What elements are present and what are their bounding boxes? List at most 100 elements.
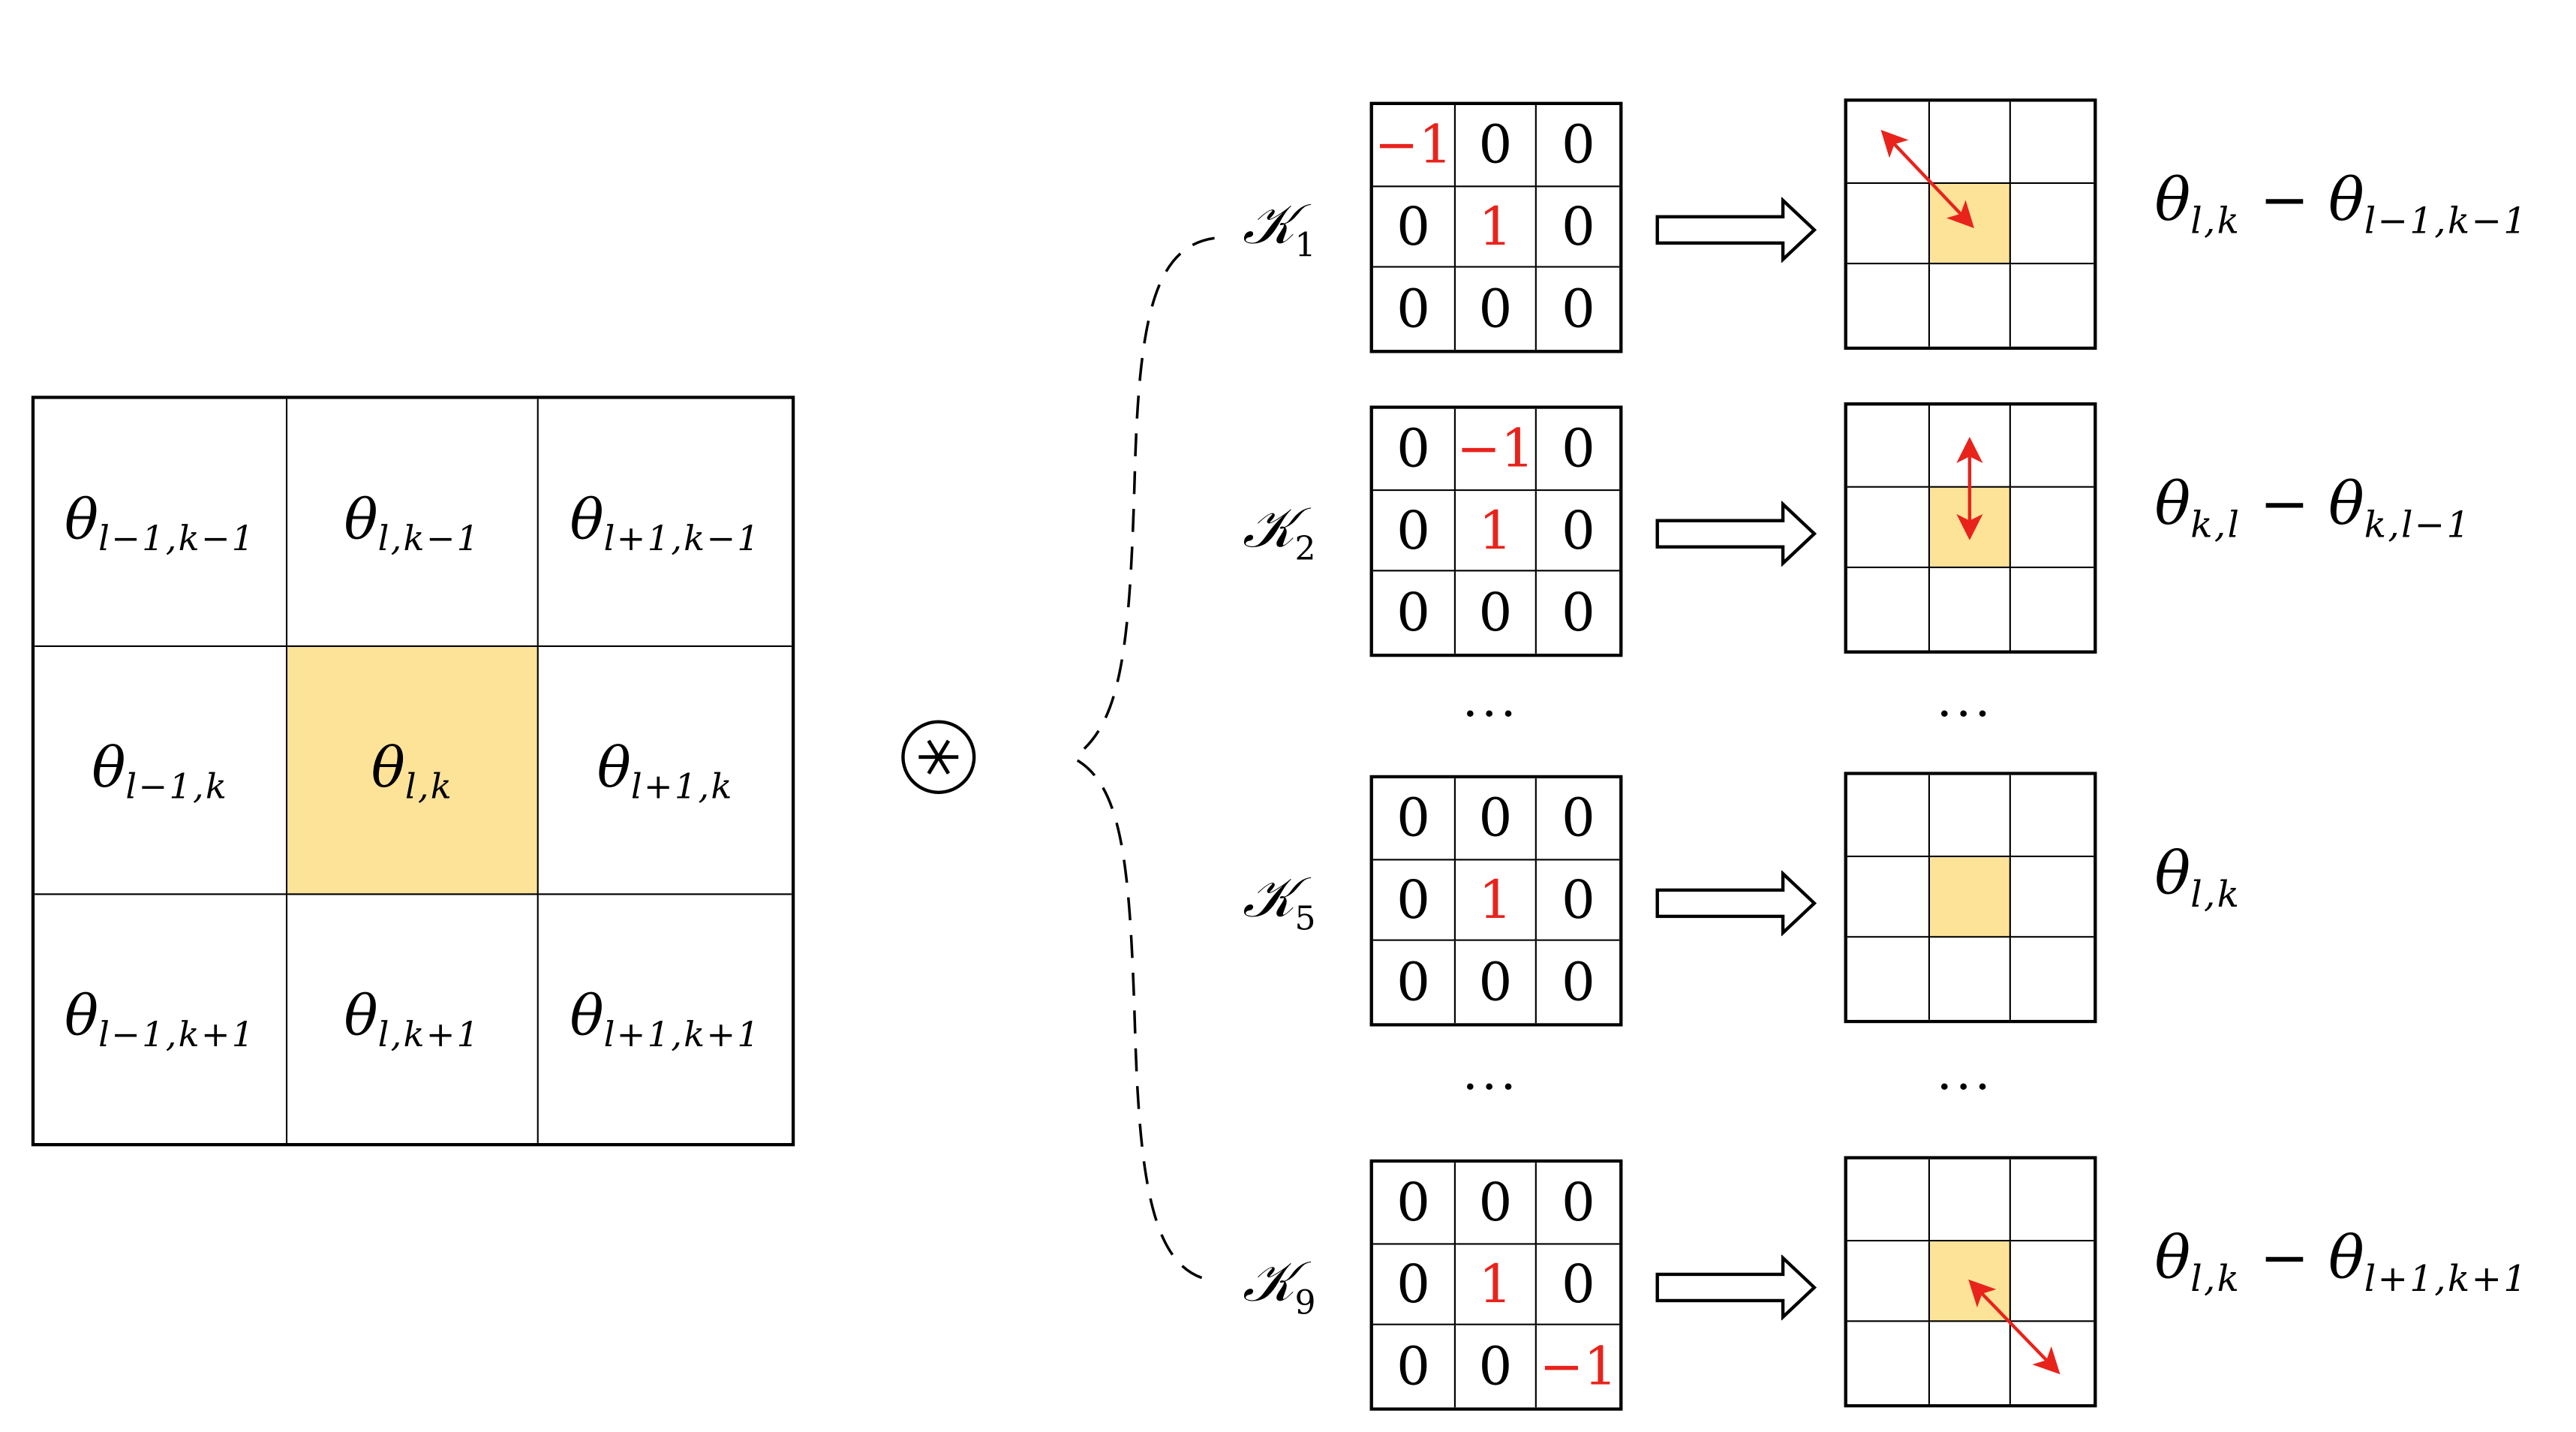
kernel-value: 0	[1372, 490, 1456, 573]
kernel-value: 0	[1537, 1244, 1620, 1326]
right-arrow-icon	[1655, 501, 1817, 567]
kernel-value: 0	[1372, 1163, 1456, 1244]
kernel-ellipsis-1: ···	[1462, 686, 1520, 745]
result-cell	[2011, 1159, 2094, 1241]
kernel-value: −1	[1455, 408, 1537, 491]
kernel-value: −1	[1372, 105, 1456, 187]
result-cell	[1847, 938, 1930, 1020]
kernel-value: 0	[1537, 778, 1620, 860]
input-cell: θl,k+1	[287, 895, 540, 1143]
red-double-arrow-icon	[1956, 437, 1983, 540]
result-cell	[1847, 1159, 1930, 1241]
result-cell	[1929, 265, 2012, 347]
input-cell: θl−1,k+1	[35, 895, 287, 1143]
kernel-value: 0	[1537, 572, 1620, 654]
kernel-value: 0	[1537, 408, 1620, 491]
result-grid-2	[1844, 402, 2097, 654]
result-cell	[1847, 1241, 1930, 1323]
result-cell-center	[1929, 856, 2012, 939]
theta-label: θl−1,k−1	[65, 486, 256, 558]
input-cell: θl+1,k−1	[539, 399, 792, 648]
input-cell: θl+1,k+1	[539, 895, 792, 1143]
kernel-ellipsis-2: ···	[1462, 1059, 1520, 1117]
red-double-arrow-icon	[1968, 1279, 2060, 1375]
kernel-value: 0	[1372, 268, 1456, 350]
result-cell	[2011, 265, 2094, 347]
kernel-value: 1	[1455, 186, 1537, 269]
kernel-value: 0	[1537, 941, 1620, 1024]
kernel-value: 0	[1455, 1163, 1537, 1244]
right-arrow-icon	[1655, 870, 1817, 937]
kernel-value: 0	[1455, 941, 1537, 1024]
kernel-value: 0	[1372, 186, 1456, 269]
result-cell	[2011, 101, 2094, 184]
input-cell: θl−1,k	[35, 647, 287, 895]
red-double-arrow-icon	[1880, 130, 1974, 228]
result-cell	[2011, 568, 2094, 651]
right-arrow-icon	[1655, 197, 1817, 263]
result-cell	[1847, 775, 1930, 857]
result-expression-9: θl,k − θl+1,k+1	[2154, 1225, 2529, 1301]
kernel-value: 0	[1372, 859, 1456, 942]
input-cell: θl−1,k−1	[35, 399, 287, 648]
result-cell	[2011, 487, 2094, 569]
result-ellipsis-2: ···	[1936, 1059, 1994, 1117]
right-arrow-icon	[1655, 1254, 1817, 1321]
result-expression-2: θk,l − θk,l−1	[2154, 471, 2472, 547]
kernel-value: 0	[1455, 268, 1537, 350]
theta-label: θl+1,k+1	[570, 983, 761, 1054]
kernel-value: 0	[1455, 105, 1537, 187]
kernel-value: 1	[1455, 859, 1537, 942]
convolution-operator-icon	[901, 720, 976, 794]
kernel-value: 0	[1455, 778, 1537, 860]
result-cell	[1929, 775, 2012, 857]
result-cell	[1929, 568, 2012, 651]
result-cell	[2011, 775, 2094, 857]
result-cell	[2011, 405, 2094, 488]
result-cell	[2011, 856, 2094, 939]
theta-label: θl−1,k	[92, 735, 229, 806]
result-ellipsis-1: ···	[1936, 686, 1994, 745]
kernel-value: 0	[1372, 1325, 1456, 1408]
input-cell: θl+1,k	[539, 647, 792, 895]
result-expression-5: θl,k	[2154, 841, 2241, 916]
result-cell	[2011, 938, 2094, 1020]
result-grid-5	[1844, 772, 2097, 1024]
kernel-label-1: 𝒦1	[1242, 192, 1316, 265]
kernel-value: 0	[1537, 1163, 1620, 1244]
input-cell: θl,k−1	[287, 399, 540, 648]
kernel-value: 1	[1455, 490, 1537, 573]
kernel-value: 1	[1455, 1244, 1537, 1326]
kernel-value: 0	[1372, 1244, 1456, 1326]
result-cell	[1847, 265, 1930, 347]
theta-label: θl,k	[371, 735, 454, 806]
kernel-label-2: 𝒦2	[1242, 495, 1316, 569]
kernel-value: 0	[1372, 572, 1456, 654]
theta-label: θl,k−1	[344, 486, 481, 558]
kernel-label-9: 𝒦9	[1242, 1250, 1316, 1322]
kernel-value: 0	[1372, 941, 1456, 1024]
kernel-label-5: 𝒦5	[1242, 865, 1316, 938]
result-cell	[1847, 405, 1930, 488]
result-cell	[1847, 568, 1930, 651]
theta-label: θl+1,k	[597, 735, 734, 806]
kernel-value: 0	[1537, 105, 1620, 187]
kernel-value: 0	[1537, 490, 1620, 573]
result-cell	[1929, 1159, 2012, 1241]
kernel-value: −1	[1537, 1325, 1620, 1408]
input-theta-grid: θl−1,k−1 θl,k−1 θl+1,k−1 θl−1,k θl,k θl+1,k θl…	[31, 396, 795, 1147]
kernel-value: 0	[1455, 572, 1537, 654]
kernel-value: 0	[1372, 408, 1456, 491]
result-cell	[1847, 487, 1930, 569]
kernel-value: 0	[1372, 778, 1456, 860]
result-expression-1: θl,k − θl−1,k−1	[2154, 167, 2529, 243]
result-cell	[2011, 183, 2094, 266]
kernel-value: 0	[1537, 186, 1620, 269]
theta-label: θl−1,k+1	[65, 983, 256, 1054]
kernel-value: 0	[1537, 859, 1620, 942]
theta-label: θl+1,k−1	[570, 486, 761, 558]
